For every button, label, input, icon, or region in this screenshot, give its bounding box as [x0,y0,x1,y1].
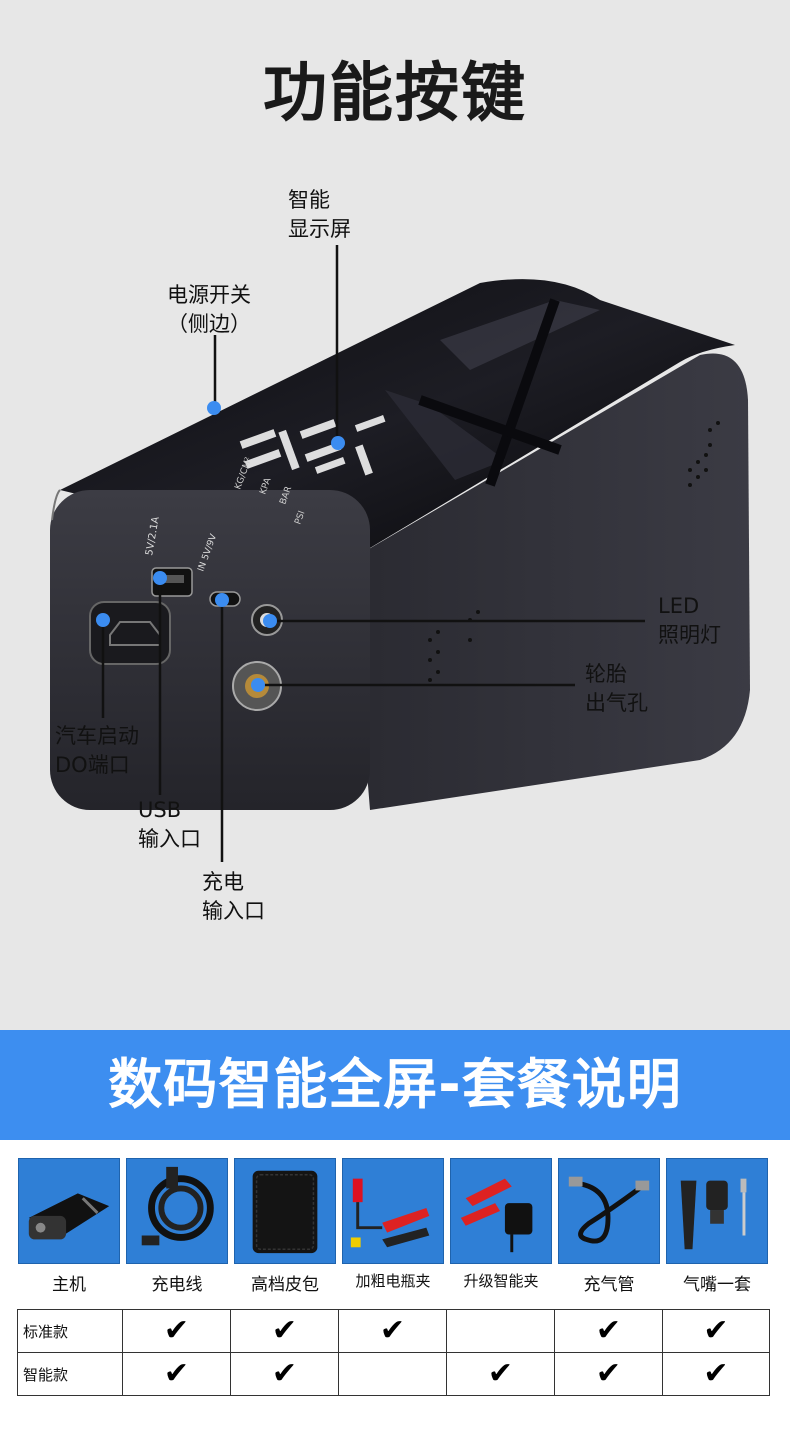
callout-power: 电源开关 （侧边） [167,283,251,336]
leather-bag-icon [234,1158,336,1264]
accessory-label-main-unit: 主机 [52,1275,86,1295]
table-row: 标准款 ✔ ✔ ✔ ✔ ✔ [17,1309,770,1353]
charge-dot [215,593,229,607]
device-side [350,353,750,810]
accessory-label-nozzle-set: 气嘴一套 [683,1275,751,1295]
check-icon: ✔ [271,1313,298,1348]
table-row: 智能款 ✔ ✔ ✔ ✔ ✔ [17,1352,770,1396]
callout-charge: 充电 输入口 [202,870,265,923]
check-cell: ✔ [230,1352,339,1396]
display-dot [331,436,345,450]
check-cell: ✔ [662,1309,770,1353]
accessory-label-battery-clamp: 加粗电瓶夹 [355,1272,431,1290]
device-front [50,490,370,810]
check-icon: ✔ [595,1356,622,1391]
display-digits [239,415,386,476]
package-banner [0,1030,790,1140]
accessory-label-leather-bag: 高档皮包 [251,1275,319,1295]
page-title: 功能按键 [263,57,527,131]
callout-tire: 轮胎 出气孔 [585,662,648,715]
check-cell: ✔ [122,1352,231,1396]
check-icon: ✔ [595,1313,622,1348]
do-dot [96,613,110,627]
tire-dot [251,678,265,692]
callout-usb: USB 输入口 [138,798,201,851]
svg-text:PSI: PSI [293,510,307,526]
callout-display: 智能 显示屏 [288,188,351,241]
led-dot [263,614,277,628]
check-icon: ✔ [163,1356,190,1391]
nozzle-set-icon [666,1158,768,1264]
check-icon: ✔ [487,1356,514,1391]
main-unit-icon [18,1158,120,1264]
product-illustration: PSI BAR KPA KG/CM² 5V/2.1A IN 5V/9V [50,245,750,862]
check-icon: ✔ [271,1356,298,1391]
check-cell: ✔ [446,1352,555,1396]
accessory-label-air-hose: 充气管 [583,1275,635,1295]
check-cell: ✔ [122,1309,231,1353]
battery-clamp-icon [342,1158,444,1264]
accessory-label-charging-cable: 充电线 [151,1275,203,1295]
callout-dots [96,401,345,692]
row-name-standard: 标准款 [17,1309,123,1353]
device-top [60,279,735,560]
check-cell: ✔ [230,1309,339,1353]
check-icon: ✔ [163,1313,190,1348]
check-cell: ✔ [554,1309,663,1353]
leader-lines [101,245,645,862]
package-comparison-table: 标准款 ✔ ✔ ✔ ✔ ✔ 智能款 ✔ ✔ ✔ ✔ ✔ [17,1309,770,1396]
check-cell: ✔ [662,1352,770,1396]
callout-led: LED 照明灯 [658,594,721,647]
do-port-cover [89,601,171,665]
check-cell: ✔ [554,1352,663,1396]
check-icon: ✔ [703,1356,729,1391]
empty-cell [338,1352,447,1396]
row-name-smart: 智能款 [17,1352,123,1396]
power-dot [207,401,221,415]
callout-car-start: 汽车启动 DO端口 [55,724,139,777]
accessory-label-smart-clamp: 升级智能夹 [463,1272,539,1290]
package-title: 数码智能全屏-套餐说明 [108,1053,682,1116]
empty-cell [446,1309,555,1353]
usb-dot [153,571,167,585]
check-icon: ✔ [703,1313,729,1348]
air-hose-icon [558,1158,660,1264]
check-icon: ✔ [379,1313,406,1348]
check-cell: ✔ [338,1309,447,1353]
charging-cable-icon [126,1158,228,1264]
smart-clamp-icon [450,1158,552,1264]
